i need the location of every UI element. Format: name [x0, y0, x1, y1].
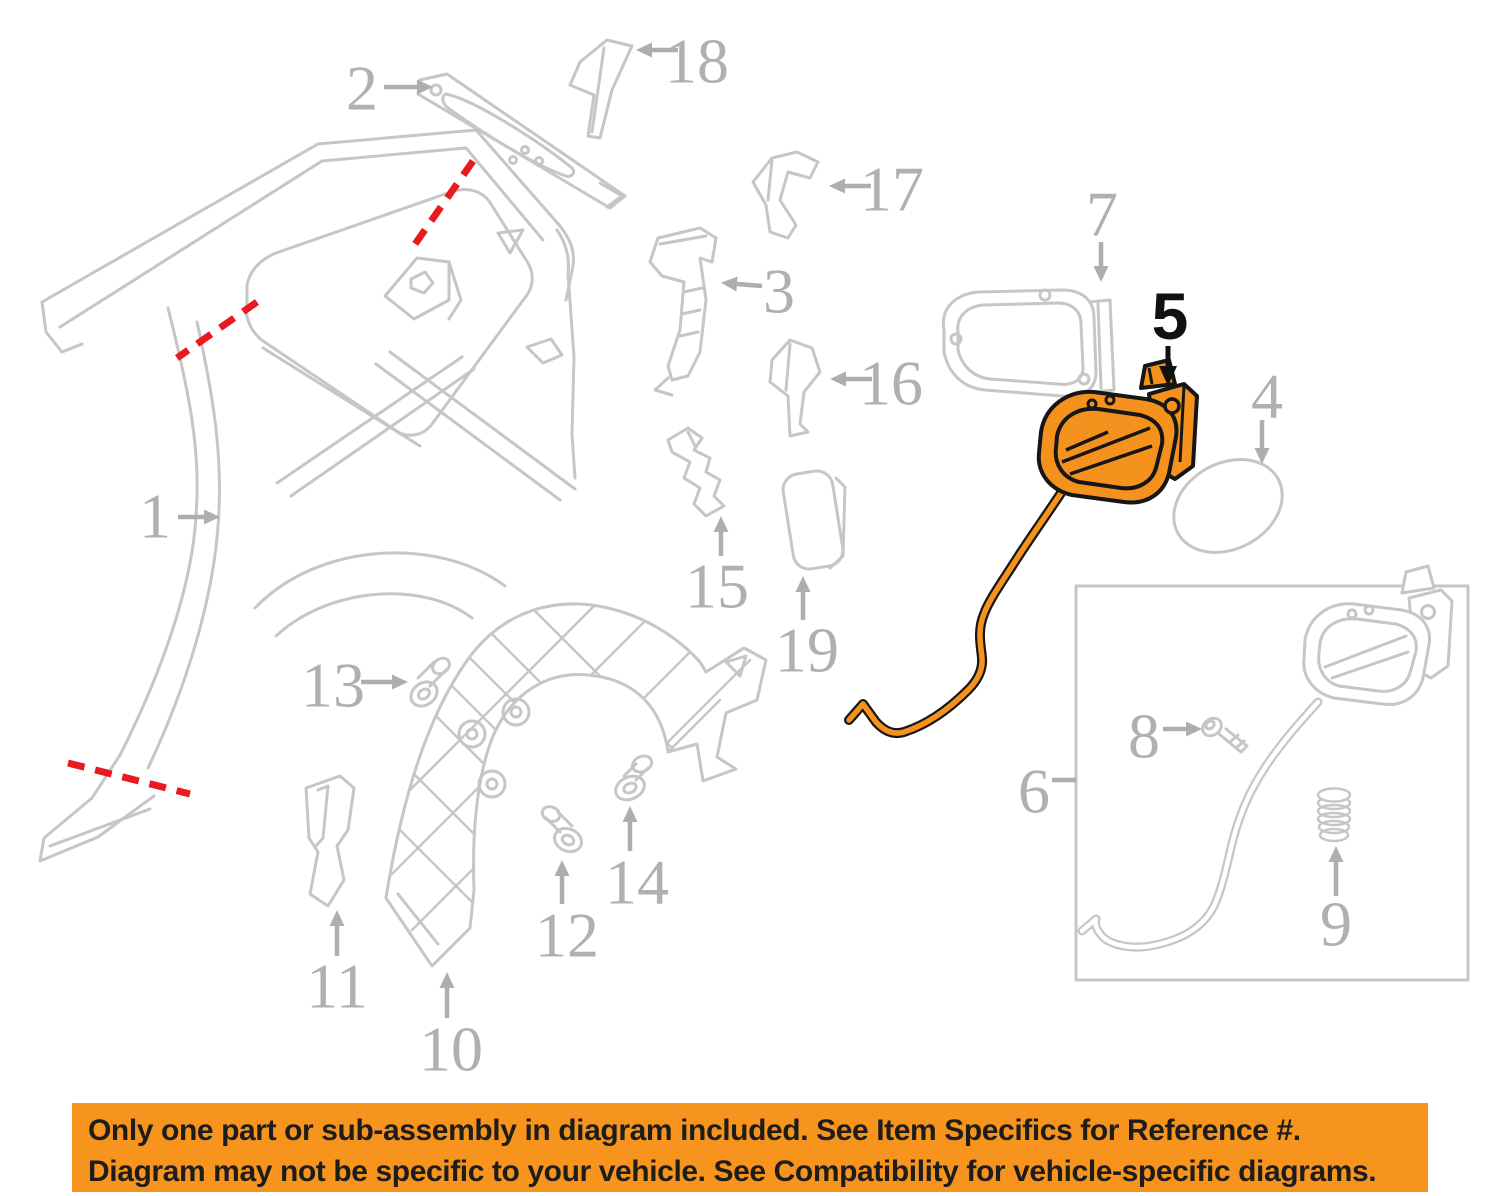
part-number-4: 4: [1251, 361, 1283, 432]
arrowhead-icon: [713, 516, 729, 532]
arrowhead-icon: [204, 509, 220, 525]
callout-2: 2: [346, 53, 433, 124]
arrowhead-icon: [1159, 366, 1177, 386]
callout-14: 14: [605, 806, 669, 918]
part-number-15: 15: [685, 551, 749, 622]
part-17-bracket: [751, 150, 820, 240]
cut-line-mark: [67, 759, 191, 798]
arrowhead-icon: [439, 972, 455, 988]
arrowhead-icon: [329, 910, 345, 926]
arrowhead-icon: [554, 860, 570, 876]
callout-line: [736, 281, 763, 289]
inset-cable: [1077, 697, 1323, 952]
part-number-16: 16: [859, 348, 923, 419]
part-number-19: 19: [775, 615, 839, 686]
part-number-2: 2: [346, 53, 378, 124]
quarter-panel-art: [38, 128, 577, 863]
part-5-highlight: [844, 358, 1199, 739]
part-7-seal: [941, 288, 1116, 398]
part-11-molding: [304, 774, 356, 908]
callout-18: 18: [636, 26, 729, 97]
arrowhead-icon: [1186, 721, 1202, 737]
callout-19: 19: [775, 576, 839, 686]
part-14-clip: [614, 754, 654, 802]
arrowhead-icon: [417, 79, 433, 95]
arrowhead-icon: [829, 178, 845, 194]
disclaimer-banner: Only one part or sub-assembly in diagram…: [72, 1103, 1428, 1192]
part-number-9: 9: [1320, 889, 1352, 960]
disclaimer-line-2: Diagram may not be specific to your vehi…: [88, 1155, 1377, 1188]
callout-15: 15: [685, 516, 749, 622]
cut-line-mark: [410, 158, 476, 250]
callout-11: 11: [306, 910, 368, 1022]
callout-12: 12: [535, 860, 599, 971]
callout-16: 16: [830, 348, 923, 419]
part-number-10: 10: [419, 1014, 483, 1085]
part-number-5: 5: [1152, 279, 1189, 353]
part-3-bracket: [648, 226, 718, 397]
cut-line-mark: [174, 299, 260, 361]
part-13-bolt: [409, 656, 451, 708]
arrowhead-icon: [392, 674, 408, 690]
arrowhead-icon: [795, 576, 811, 592]
callout-13: 13: [301, 650, 408, 721]
part-number-3: 3: [763, 256, 795, 327]
callout-7: 7: [1086, 179, 1118, 282]
callout-3: 3: [721, 256, 795, 327]
disclaimer-line-1: Only one part or sub-assembly in diagram…: [88, 1114, 1301, 1147]
part-number-18: 18: [665, 26, 729, 97]
part-16-bracket: [768, 338, 822, 438]
callout-1: 1: [139, 481, 220, 552]
callout-5: 5: [1152, 279, 1189, 386]
callout-4: 4: [1251, 361, 1283, 464]
part-18-bracket: [568, 38, 634, 140]
inset-housing: [1302, 564, 1454, 707]
part-19-pad: [781, 469, 847, 571]
part-number-13: 13: [301, 650, 365, 721]
arrowhead-icon: [1254, 448, 1270, 464]
inset-box: [1074, 564, 1470, 982]
part-number-1: 1: [139, 481, 171, 552]
arrowhead-icon: [721, 276, 738, 292]
part-number-12: 12: [535, 900, 599, 971]
arrowhead-icon: [636, 42, 652, 58]
inset-screw: [1201, 716, 1249, 754]
callout-17: 17: [829, 154, 924, 225]
part-number-7: 7: [1086, 179, 1118, 250]
part-number-17: 17: [860, 154, 924, 225]
inset-spring: [1316, 787, 1352, 843]
callout-9: 9: [1320, 846, 1352, 960]
part-4-fuel-door: [1172, 458, 1284, 554]
part-12-screw: [540, 805, 584, 854]
part-number-11: 11: [306, 951, 368, 1022]
part-number-8: 8: [1128, 701, 1160, 772]
arrowhead-icon: [830, 371, 846, 387]
arrowhead-icon: [1328, 846, 1344, 862]
part-number-14: 14: [605, 847, 669, 918]
callout-10: 10: [419, 972, 483, 1085]
arrowhead-icon: [1093, 266, 1109, 282]
arrowhead-icon: [622, 806, 638, 822]
callout-6: 6: [1018, 756, 1076, 827]
callout-8: 8: [1128, 701, 1202, 772]
release-cable: [844, 485, 1068, 739]
filler-door-housing: [1036, 358, 1199, 505]
part-15-bracket: [666, 426, 726, 518]
part-number-6: 6: [1018, 756, 1050, 827]
